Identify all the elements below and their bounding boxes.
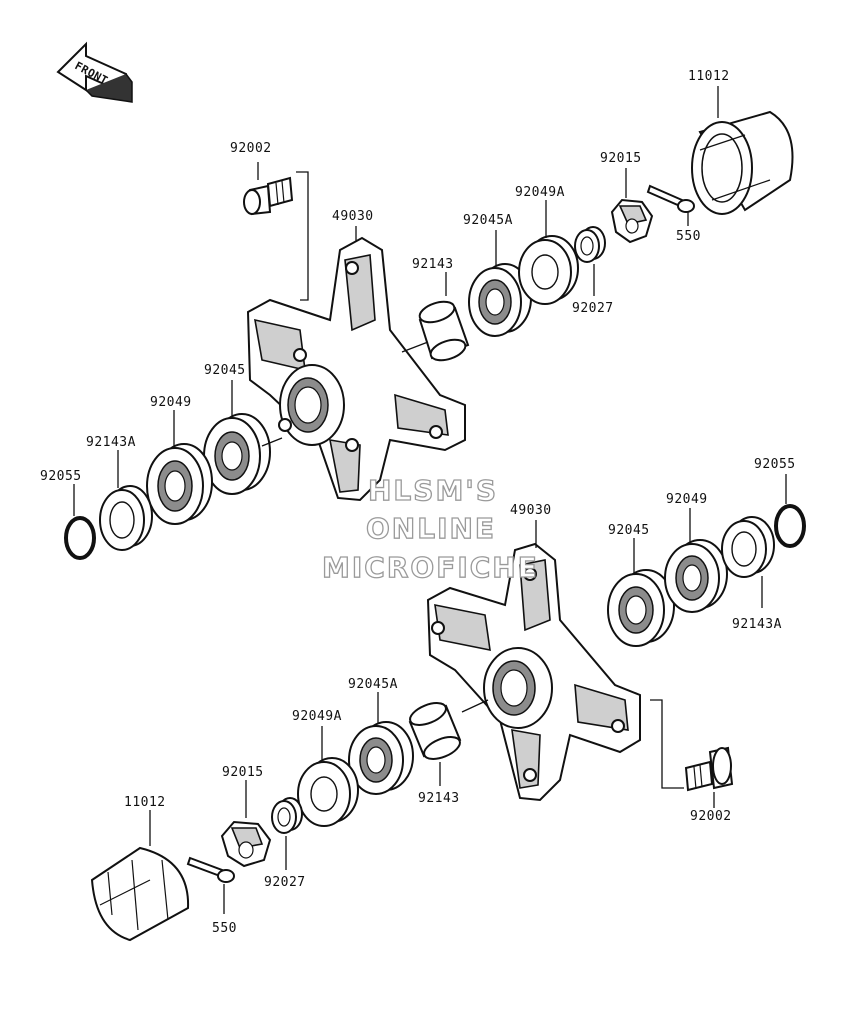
lower-bearing-inner-label: 92045 bbox=[608, 523, 650, 538]
upper-hub-label: 49030 bbox=[332, 209, 374, 224]
lower-spacer-label: 92027 bbox=[264, 875, 306, 890]
upper-cap bbox=[691, 110, 794, 215]
watermark-line-3: MICROFICHE bbox=[322, 551, 539, 584]
lower-seal-inner bbox=[664, 539, 728, 613]
lower-nut-label: 92015 bbox=[222, 765, 264, 780]
upper-cotter-pin-label: 550 bbox=[676, 229, 701, 244]
lower-cotter-pin-label: 550 bbox=[212, 921, 237, 936]
front-arrow-icon: FRONT bbox=[56, 41, 133, 103]
lower-bolt-label: 92002 bbox=[690, 809, 732, 824]
upper-seal-outer-label: 92049A bbox=[515, 185, 565, 200]
upper-bearing-inner-label: 92045 bbox=[204, 363, 246, 378]
upper-seal-outer bbox=[518, 235, 579, 305]
lower-o-ring bbox=[774, 504, 806, 548]
upper-cap-label: 11012 bbox=[688, 69, 730, 84]
upper-bearing-outer-label: 92045A bbox=[463, 213, 513, 228]
lower-bearing-inner bbox=[607, 569, 675, 647]
upper-bolt bbox=[243, 176, 294, 216]
upper-o-ring bbox=[64, 516, 96, 560]
watermark-line-2: ONLINE bbox=[366, 512, 496, 545]
upper-collar-inner-label: 92143A bbox=[86, 435, 136, 450]
lower-collar-outer-label: 92143 bbox=[418, 791, 460, 806]
lower-bearing-outer bbox=[348, 721, 414, 795]
lower-bolt bbox=[684, 746, 734, 792]
upper-spacer bbox=[574, 226, 606, 263]
watermark: HLSM'S ONLINE MICROFICHE bbox=[321, 473, 539, 584]
lower-hub-label: 49030 bbox=[510, 503, 552, 518]
lower-spacer bbox=[271, 797, 303, 834]
upper-bolt-label: 92002 bbox=[230, 141, 272, 156]
upper-o-ring-label: 92055 bbox=[40, 469, 82, 484]
upper-nut-label: 92015 bbox=[600, 151, 642, 166]
lower-collar-inner bbox=[721, 516, 775, 578]
lower-collar-outer bbox=[408, 702, 462, 760]
lower-cap bbox=[90, 846, 190, 942]
upper-seal-inner bbox=[146, 443, 213, 525]
lower-seal-inner-label: 92049 bbox=[666, 492, 708, 507]
upper-nut bbox=[610, 198, 654, 244]
lower-nut bbox=[220, 820, 272, 868]
lower-hub bbox=[426, 542, 641, 802]
lower-assembly: 49030 92045 92049 92143A bbox=[90, 457, 806, 942]
upper-spacer-label: 92027 bbox=[572, 301, 614, 316]
upper-seal-inner-label: 92049 bbox=[150, 395, 192, 410]
lower-bearing-outer-label: 92045A bbox=[348, 677, 398, 692]
lower-collar-inner-label: 92143A bbox=[732, 617, 782, 632]
lower-seal-outer bbox=[297, 757, 359, 827]
upper-collar-outer bbox=[418, 300, 470, 362]
upper-cotter-pin bbox=[646, 184, 695, 213]
upper-bearing-inner bbox=[203, 413, 271, 495]
watermark-line-1: HLSM'S bbox=[368, 474, 498, 507]
upper-collar-outer-label: 92143 bbox=[412, 257, 454, 272]
lower-cotter-pin bbox=[186, 856, 235, 883]
upper-assembly: 92002 49030 92143 92045A 92049A bbox=[40, 69, 794, 560]
lower-cap-label: 11012 bbox=[124, 795, 166, 810]
lower-seal-outer-label: 92049A bbox=[292, 709, 342, 724]
upper-hub bbox=[246, 236, 466, 502]
lower-o-ring-label: 92055 bbox=[754, 457, 796, 472]
upper-collar-inner bbox=[99, 485, 153, 551]
